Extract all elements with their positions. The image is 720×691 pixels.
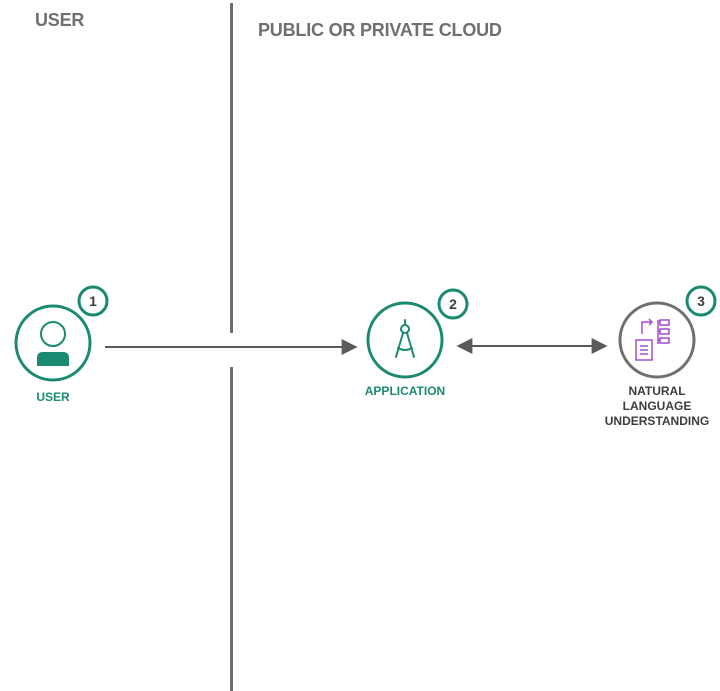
node-application[interactable] — [366, 301, 444, 379]
node-label-user: USER — [36, 390, 70, 404]
step-badge-1: 1 — [77, 285, 109, 317]
step-number-2: 2 — [449, 296, 457, 312]
zone-divider-lower — [230, 367, 233, 691]
node-nlu[interactable] — [618, 301, 696, 379]
zone-title-cloud: PUBLIC OR PRIVATE CLOUD — [258, 20, 502, 40]
document-flow-icon — [635, 318, 670, 361]
node-label-nlu: NATURAL LANGUAGE UNDERSTANDING — [597, 384, 717, 429]
compass-drafting-icon — [395, 319, 415, 358]
node-label-nlu-line-1: NATURAL — [628, 384, 686, 398]
zone-title-user: USER — [35, 10, 85, 30]
zone-divider-upper — [230, 3, 233, 333]
node-label-application: APPLICATION — [364, 384, 446, 398]
step-badge-2: 2 — [437, 288, 469, 320]
step-number-1: 1 — [89, 293, 97, 309]
node-label-nlu-line-3: UNDERSTANDING — [604, 414, 710, 428]
node-user[interactable] — [14, 304, 92, 382]
step-number-3: 3 — [697, 293, 705, 309]
user-icon — [37, 321, 69, 366]
node-label-nlu-line-2: LANGUAGE — [622, 399, 692, 413]
step-badge-3: 3 — [685, 285, 717, 317]
